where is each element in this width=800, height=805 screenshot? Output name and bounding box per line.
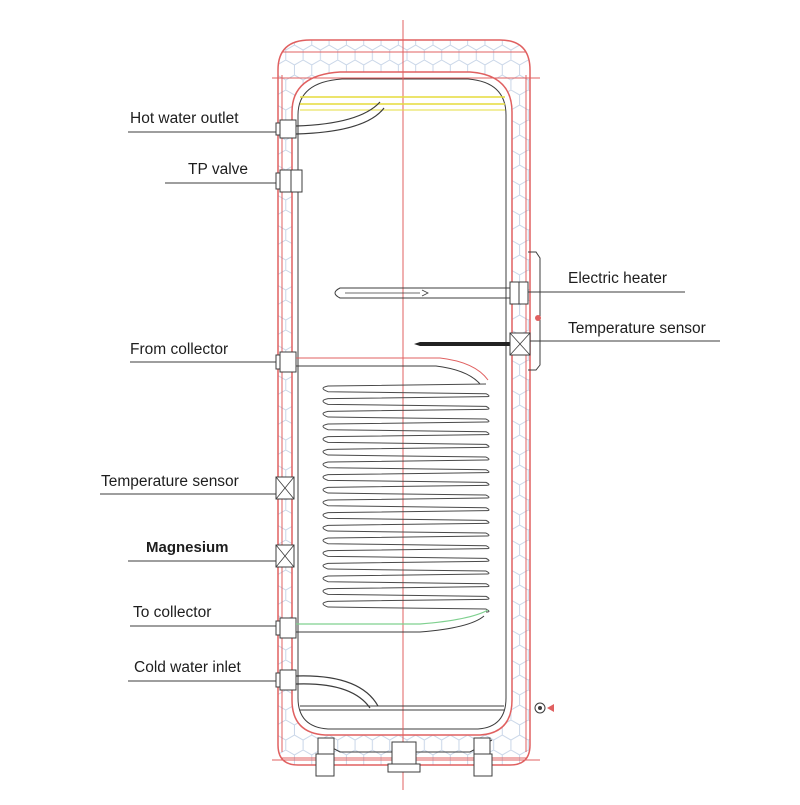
right-sensor-probe <box>414 332 531 356</box>
coil-turn <box>322 560 490 575</box>
hot-water-outlet-pipe <box>275 101 385 139</box>
coil-turn <box>322 497 490 512</box>
coil-turn <box>322 573 490 588</box>
label-magnesium: Magnesium <box>146 539 229 556</box>
leader-lines <box>100 131 720 682</box>
cold-water-inlet-pipe <box>275 669 504 711</box>
coil-turn <box>322 459 490 474</box>
coil-turn <box>322 472 490 486</box>
left-sensor-fitting <box>275 476 295 500</box>
label-to-collector: To collector <box>133 604 212 621</box>
label-temperature-sensor-right: Temperature sensor <box>568 320 706 337</box>
coil-turn <box>322 598 490 613</box>
tp-valve-fitting <box>275 169 303 193</box>
heat-exchanger-coil <box>322 383 490 613</box>
hot-zone-lines <box>300 96 505 111</box>
label-hot-water-outlet: Hot water outlet <box>130 110 239 127</box>
coil-turn <box>322 408 490 423</box>
from-collector-fitting <box>275 351 489 385</box>
tank-feet <box>315 737 493 777</box>
coil-turn <box>322 548 490 562</box>
to-collector-fitting <box>275 609 489 639</box>
label-from-collector: From collector <box>130 341 229 358</box>
label-electric-heater: Electric heater <box>568 270 668 287</box>
coil-turn <box>322 446 490 461</box>
label-cold-water-inlet: Cold water inlet <box>134 659 241 676</box>
coil-turn <box>322 383 490 398</box>
label-tp-valve: TP valve <box>188 161 249 178</box>
electric-heater-element <box>334 251 541 371</box>
coil-turn <box>322 522 490 537</box>
coil-turn <box>322 484 490 499</box>
coil-turn <box>322 396 490 410</box>
magnesium-fitting <box>275 544 295 568</box>
coil-turn <box>322 510 490 524</box>
coil-turn <box>322 535 490 550</box>
coil-turn <box>322 421 490 436</box>
coil-turn <box>322 586 490 600</box>
label-temperature-sensor-left: Temperature sensor <box>101 473 239 490</box>
coil-turn <box>322 434 490 448</box>
drain-valve <box>534 702 554 714</box>
